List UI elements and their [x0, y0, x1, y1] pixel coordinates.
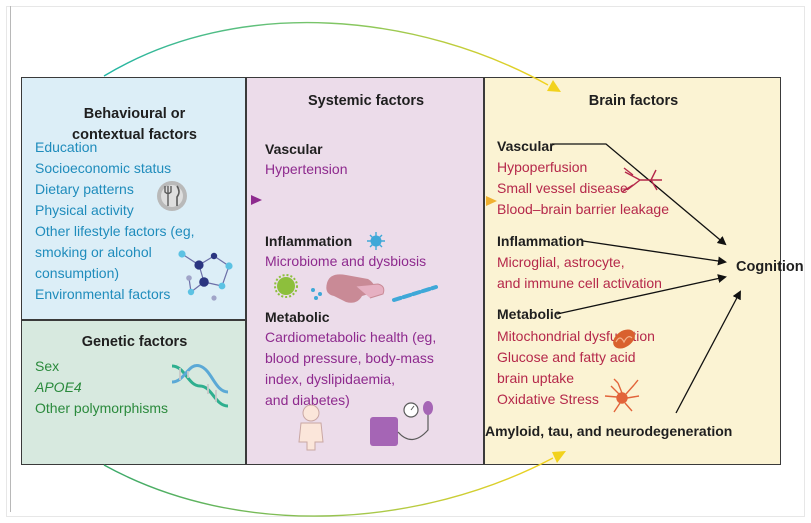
brain-amyloid-label: Amyloid, tau, and neurodegeneration [485, 423, 733, 439]
curved-arrow-top [103, 21, 549, 86]
systemic-title: Systemic factors [307, 93, 425, 109]
curved-arrow-top-head [547, 80, 561, 92]
systemic-metabolic-label: Metabolic [265, 309, 330, 325]
brain-metabolic-item-3: brain uptake [497, 370, 575, 386]
arrow-amyloid-to-cognition [675, 290, 741, 414]
systemic-inflammation-item: Microbiome and dysbiosis [265, 253, 427, 269]
systemic-panel: Systemic factors Vascular Hypertension I… [246, 77, 484, 465]
brain-metabolic-item-4: Oxidative Stress [497, 391, 599, 407]
behavioural-item-environmental: Environmental factors [35, 286, 171, 302]
figure-frame [6, 6, 805, 517]
gut-icon [326, 274, 385, 303]
arrow-vascular-to-cognition [552, 143, 727, 246]
fork-knife-plate-icon [157, 181, 187, 211]
curved-arrow-bottom [103, 457, 554, 517]
mitochondrion-icon [613, 329, 635, 349]
brain-panel: Brain factors Vascular Hypoperfusion Sma… [484, 77, 781, 465]
behavioural-item-diet: Dietary patterns [35, 181, 134, 197]
vessel-branch-icon [621, 167, 662, 193]
behavioural-item-lifestyle-1: Other lifestyle factors (eg, [35, 223, 195, 239]
network-icon [178, 250, 233, 301]
systemic-metabolic-item-4: and diabetes) [265, 392, 350, 408]
systemic-inflammation-label: Inflammation [265, 233, 353, 249]
brain-metabolic-item-2: Glucose and fatty acid [497, 349, 636, 365]
brain-inflammation-item-2: and immune cell activation [497, 275, 662, 291]
brain-vascular-item-3: Blood–brain barrier leakage [497, 201, 669, 217]
genetic-item-polymorphisms: Other polymorphisms [35, 400, 169, 416]
brain-vascular-label: Vascular [497, 138, 555, 154]
behavioural-title: Behavioural or contextual factors [22, 104, 247, 146]
child-figure-icon [298, 404, 324, 451]
systemic-metabolic-item-3: index, dyslipidaemia, [265, 371, 395, 387]
behavioural-item-lifestyle-2: smoking or alcohol [35, 244, 152, 260]
systemic-vascular-label: Vascular [265, 141, 323, 157]
brain-inflammation-label: Inflammation [497, 233, 585, 249]
genetic-title: Genetic factors [81, 334, 188, 350]
astrocyte-icon [604, 378, 640, 413]
curved-arrow-bottom-head [552, 451, 566, 463]
behavioural-panel: Behavioural or contextual factors Educat… [21, 77, 246, 320]
behavioural-item-socioeconomic: Socioeconomic status [35, 160, 172, 176]
brain-metabolic-label: Metabolic [497, 306, 562, 322]
arrow-systemic-to-brain-head [486, 196, 497, 206]
genetic-item-apoe4: APOE4 [35, 379, 82, 395]
brain-title: Brain factors [588, 93, 679, 109]
behavioural-item-education: Education [35, 139, 98, 155]
cognition-label: Cognition [736, 259, 804, 275]
systemic-vascular-item: Hypertension [265, 161, 348, 177]
systemic-metabolic-item-2: blood pressure, body-mass [265, 350, 434, 366]
behavioural-title-line-2: contextual factors [72, 127, 197, 143]
behavioural-item-lifestyle-3: consumption) [35, 265, 120, 281]
behavioural-title-line-1: Behavioural or [83, 106, 186, 122]
arrow-behavioural-to-systemic-head [251, 195, 262, 205]
brain-vascular-item-1: Hypoperfusion [497, 159, 588, 175]
frame-edge-line [10, 6, 11, 512]
genetic-item-sex: Sex [35, 358, 60, 374]
systemic-metabolic-item-1: Cardiometabolic health (eg, [265, 329, 437, 345]
behavioural-item-physical: Physical activity [35, 202, 134, 218]
arrow-inflammation-to-cognition [582, 240, 727, 266]
dna-icon [171, 364, 229, 408]
brain-inflammation-item-1: Microglial, astrocyte, [497, 254, 625, 270]
arrow-metabolic-to-cognition [556, 274, 727, 315]
brain-vascular-item-2: Small vessel disease [497, 180, 628, 196]
bacteria-icon [274, 274, 438, 302]
virus-icon [367, 232, 385, 250]
blood-pressure-monitor-icon [370, 401, 433, 446]
